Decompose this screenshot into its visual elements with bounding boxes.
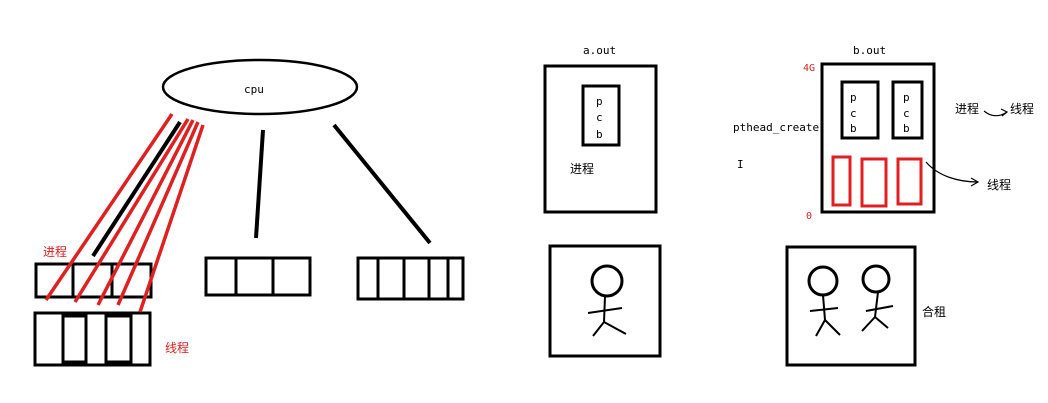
a-out-pcb-letter-b: b [596,128,603,141]
b-out-pcb-box-1 [840,80,880,140]
cpu-label: cpu [244,83,264,96]
single-person-frame [548,244,662,358]
cpu-ellipse [161,58,359,116]
b-out-address-space [820,62,936,214]
cpu-connector-right [332,123,432,245]
text-cursor-icon: I [737,158,744,171]
thread-pointer-arrow-icon [925,161,980,187]
stick-figure-icon [861,264,894,332]
address-bottom-label: 0 [806,211,812,222]
b-out-pcb1-letter-p: p [850,91,857,104]
cpu-diagram: cpu [33,58,465,367]
process-box-right [356,256,465,301]
b-out-diagram: b.out 4G 0 pthead_create I p c b p c b 进… [733,44,1034,367]
cpu-connector-middle [254,129,265,239]
thread-stack [831,155,852,207]
thread-label-red: 线程 [165,340,189,355]
b-out-pcb2-letter-c: c [903,107,910,120]
thread-stacks-red [831,155,923,208]
thread-connectors-red [44,113,205,313]
a-out-address-space [543,64,658,214]
b-out-pcb1-letter-c: c [850,107,857,120]
b-out-pcb2-letter-p: p [903,91,910,104]
b-out-pcb2-letter-b: b [903,122,910,135]
thread-connector [73,118,190,303]
cpu-connector-left [91,120,182,258]
thread-stack [896,157,923,206]
thread-connector [138,124,205,313]
stick-figure-icon [807,265,841,337]
thread-connector [44,113,174,301]
shared-housing-frame [785,245,917,367]
a-out-process-label: 进程 [570,161,594,176]
b-out-pcb1-letter-b: b [850,122,857,135]
a-out-title: a.out [583,44,616,57]
stick-figure-icon [587,264,627,337]
right-thread-label-mid: 线程 [987,177,1011,192]
right-process-label: 进程 [955,101,979,116]
thread-connector [116,121,200,306]
a-out-pcb-letter-p: p [596,95,603,108]
a-out-diagram: a.out p c b 进程 [543,44,662,358]
a-out-pcb-letter-c: c [596,111,603,124]
thread-stack [860,157,888,208]
address-top-label: 4G [803,63,815,74]
pthread-create-label: pthead_create [733,121,819,134]
shared-housing-label: 合租 [922,304,946,319]
right-thread-label-top: 线程 [1010,101,1034,116]
thread-box-left [33,311,152,367]
arrow-icon [983,108,1009,117]
a-out-pcb-box [581,84,621,147]
b-out-pcb-box-2 [891,80,924,140]
thread-connector [96,119,195,306]
process-box-middle [204,256,312,297]
b-out-title: b.out [853,44,886,57]
process-label-red: 进程 [43,244,67,259]
